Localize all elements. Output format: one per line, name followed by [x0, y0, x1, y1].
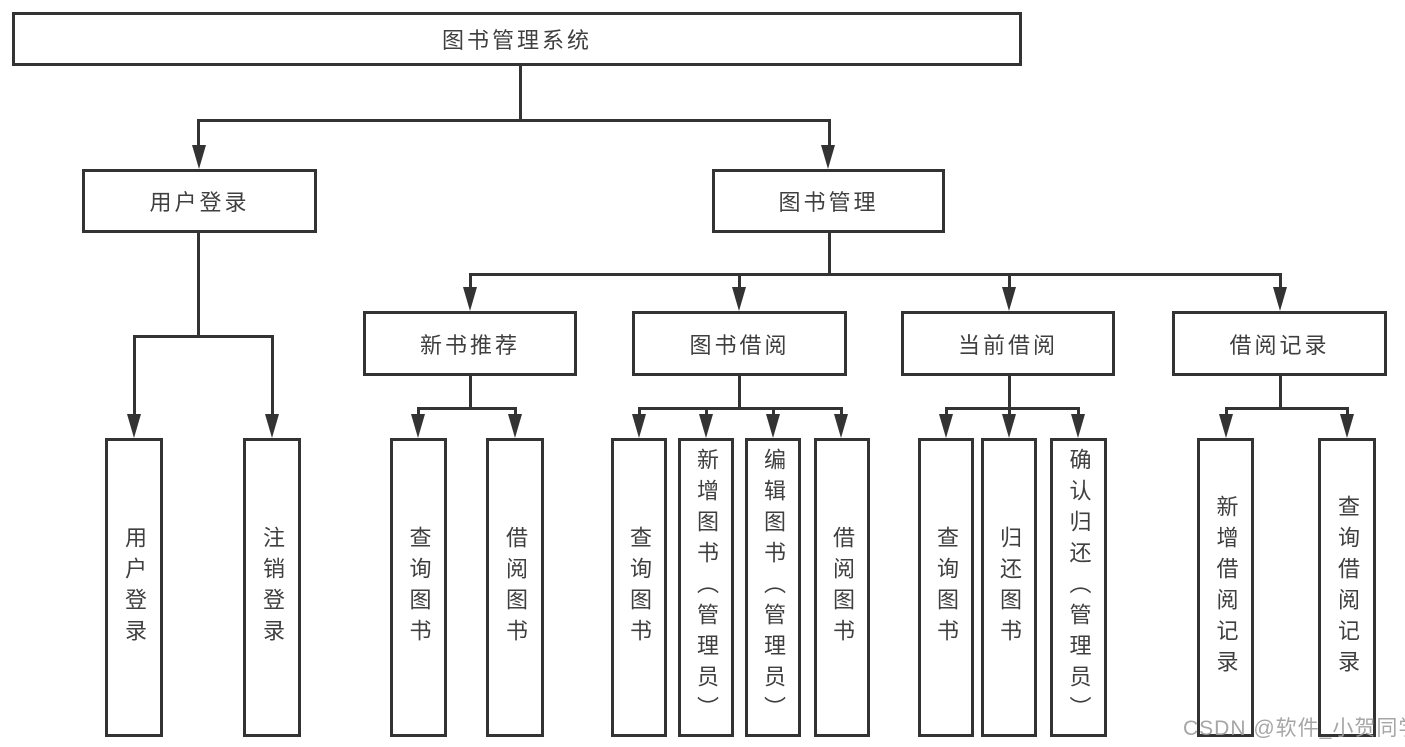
- leaf-borrow-books-label: 借阅图书: [830, 525, 855, 650]
- arrow-down-icon: [821, 145, 835, 169]
- connector-recommend-drop-2: [514, 407, 517, 415]
- connector-login-hline: [133, 335, 273, 338]
- connector-borrow-drop-1: [638, 407, 641, 415]
- connector-root-drop-left: [197, 119, 200, 147]
- connector-current-drop-1: [945, 407, 948, 415]
- leaf-confirm-return-admin: 确认归还（管理员）: [1050, 438, 1107, 737]
- leaf-borrow-books: 借阅图书: [814, 438, 870, 737]
- connector-root-hline: [197, 119, 831, 122]
- leaf-return-books-label: 归还图书: [997, 525, 1022, 650]
- arrow-down-icon: [1340, 414, 1354, 438]
- leaf-add-books-admin-label: 新增图书（管理员）: [694, 448, 719, 727]
- connector-borrow-vline: [738, 376, 741, 407]
- leaf-logout: 注销登录: [243, 438, 301, 737]
- connector-borrow-drop-2: [705, 407, 708, 415]
- connector-borrow-drop-4: [840, 407, 843, 415]
- leaf-query-borrow-record: 查询借阅记录: [1318, 438, 1376, 737]
- connector-records-drop-2: [1346, 407, 1349, 415]
- arrow-down-icon: [265, 414, 279, 438]
- connector-root-vline: [519, 66, 522, 119]
- node-current-borrow: 当前借阅: [901, 311, 1115, 376]
- arrow-down-icon: [632, 414, 646, 438]
- leaf-confirm-return-admin-label: 确认归还（管理员）: [1066, 448, 1092, 727]
- connector-mgmt-vline: [828, 233, 831, 273]
- connector-recommend-vline: [469, 376, 472, 407]
- connector-mgmt-drop-1: [469, 273, 472, 288]
- arrow-down-icon: [732, 287, 746, 311]
- connector-login-vline: [197, 233, 200, 335]
- leaf-user-login-label: 用户登录: [122, 525, 147, 650]
- csdn-watermark: CSDN @软件_小贺同学: [1183, 717, 1405, 740]
- leaf-borrow-books-recommend-label: 借阅图书: [503, 525, 528, 650]
- connector-login-drop-2: [271, 335, 274, 415]
- connector-current-drop-3: [1077, 407, 1080, 415]
- connector-mgmt-drop-2: [738, 273, 741, 288]
- leaf-edit-books-admin: 编辑图书（管理员）: [745, 438, 801, 737]
- connector-records-hline: [1225, 407, 1348, 410]
- arrow-down-icon: [1002, 287, 1016, 311]
- leaf-query-books-borrow: 查询图书: [611, 438, 667, 737]
- connector-login-drop-1: [133, 335, 136, 415]
- arrow-down-icon: [508, 414, 522, 438]
- leaf-query-books-recommend: 查询图书: [390, 438, 447, 737]
- arrow-down-icon: [463, 287, 477, 311]
- arrow-down-icon: [127, 414, 141, 438]
- leaf-query-books-current-label: 查询图书: [934, 525, 959, 650]
- arrow-down-icon: [1273, 287, 1287, 311]
- connector-records-drop-1: [1225, 407, 1228, 415]
- connector-current-hline: [945, 407, 1080, 410]
- leaf-add-borrow-record: 新增借阅记录: [1197, 438, 1254, 737]
- leaf-borrow-books-recommend: 借阅图书: [486, 438, 544, 737]
- leaf-logout-label: 注销登录: [260, 525, 285, 650]
- arrow-down-icon: [699, 414, 713, 438]
- leaf-query-books-current: 查询图书: [918, 438, 974, 737]
- arrow-down-icon: [939, 414, 953, 438]
- arrow-down-icon: [834, 414, 848, 438]
- connector-current-vline: [1008, 376, 1011, 407]
- arrow-down-icon: [1071, 414, 1085, 438]
- node-book-management: 图书管理: [712, 169, 945, 233]
- arrow-down-icon: [1219, 414, 1233, 438]
- leaf-return-books: 归还图书: [981, 438, 1037, 737]
- arrow-down-icon: [192, 145, 206, 169]
- connector-borrow-drop-3: [772, 407, 775, 415]
- connector-mgmt-drop-3: [1008, 273, 1011, 288]
- leaf-query-books-recommend-label: 查询图书: [406, 525, 432, 650]
- node-new-book-recommend: 新书推荐: [363, 311, 577, 376]
- node-user-login: 用户登录: [82, 169, 317, 233]
- leaf-query-books-borrow-label: 查询图书: [627, 525, 652, 650]
- leaf-add-books-admin: 新增图书（管理员）: [678, 438, 734, 737]
- node-library-system: 图书管理系统: [12, 12, 1022, 66]
- leaf-user-login: 用户登录: [105, 438, 163, 737]
- connector-records-vline: [1279, 376, 1282, 407]
- leaf-query-borrow-record-label: 查询借阅记录: [1335, 494, 1360, 681]
- connector-borrow-hline: [638, 407, 843, 410]
- connector-root-drop-right: [828, 119, 831, 147]
- connector-recommend-hline: [417, 407, 517, 410]
- leaf-add-borrow-record-label: 新增借阅记录: [1213, 494, 1239, 681]
- arrow-down-icon: [411, 414, 425, 438]
- connector-current-drop-2: [1008, 407, 1011, 415]
- connector-mgmt-hline: [469, 273, 1281, 276]
- connector-recommend-drop-1: [417, 407, 420, 415]
- node-book-borrow: 图书借阅: [632, 311, 847, 376]
- node-borrow-records: 借阅记录: [1172, 311, 1387, 376]
- arrow-down-icon: [766, 414, 780, 438]
- arrow-down-icon: [1002, 414, 1016, 438]
- connector-mgmt-drop-4: [1279, 273, 1282, 288]
- leaf-edit-books-admin-label: 编辑图书（管理员）: [761, 448, 786, 727]
